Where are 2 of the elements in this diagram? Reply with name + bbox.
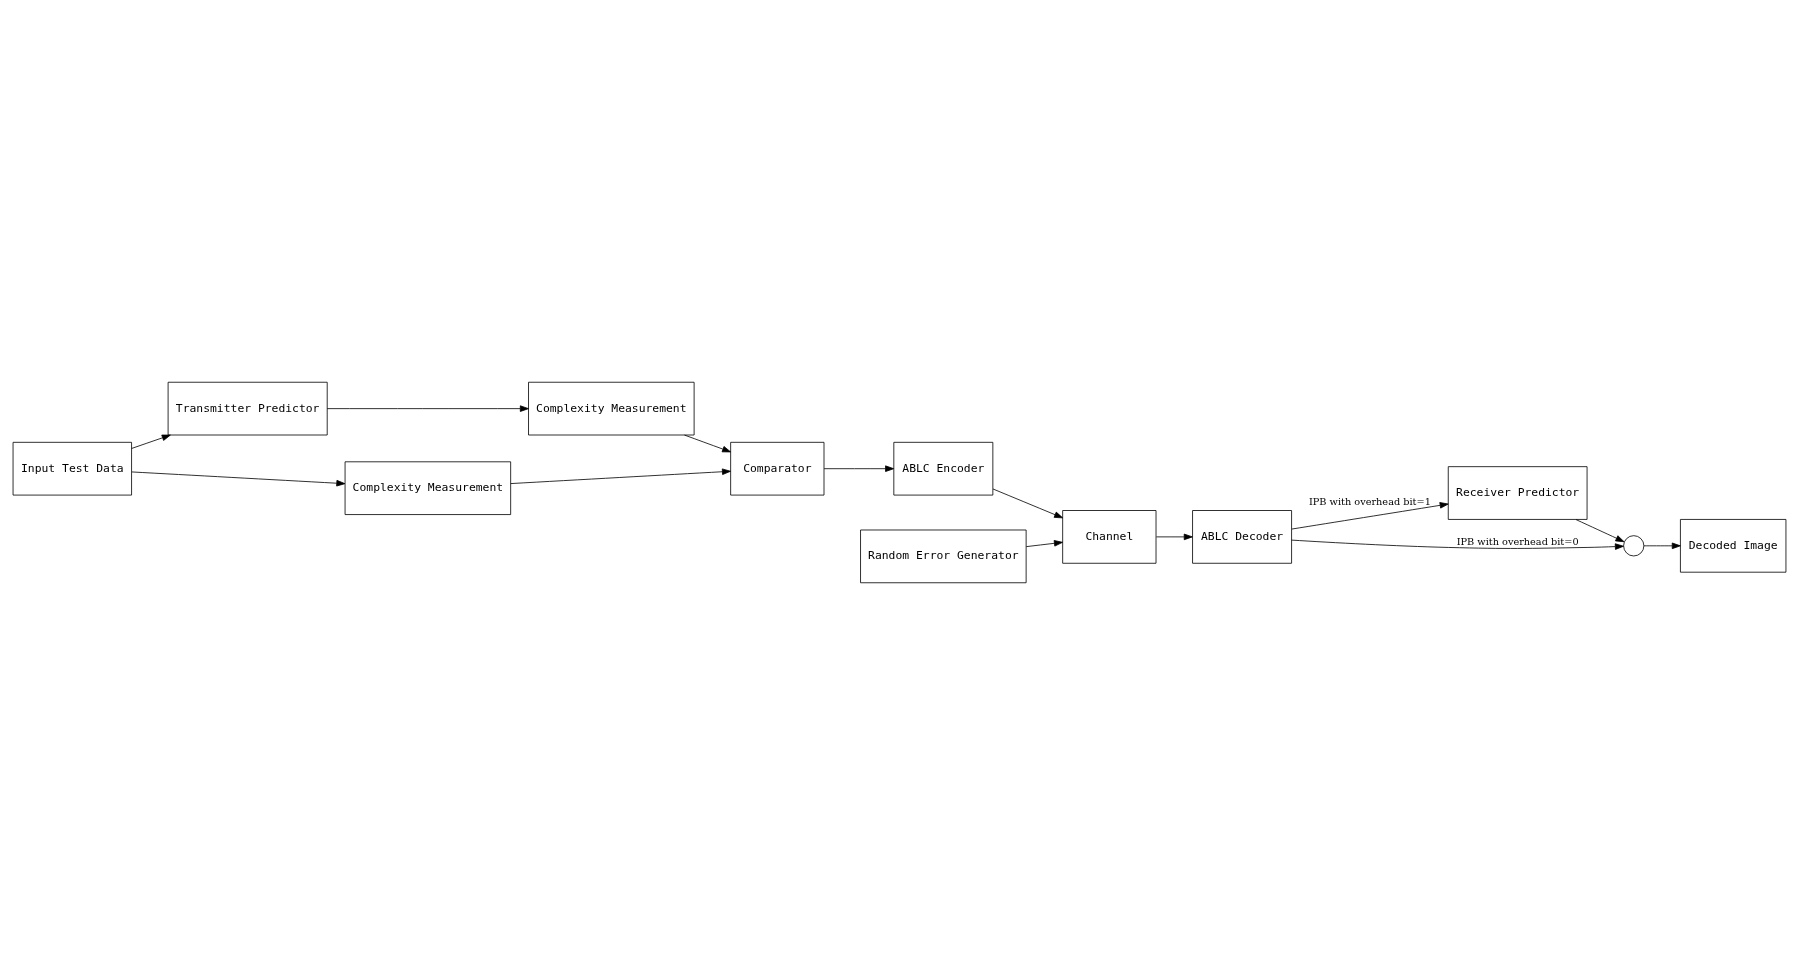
edge-label: IPB with overhead bit=0 [1456, 535, 1579, 547]
edge-label: IPB with overhead bit=1 [1308, 495, 1431, 507]
